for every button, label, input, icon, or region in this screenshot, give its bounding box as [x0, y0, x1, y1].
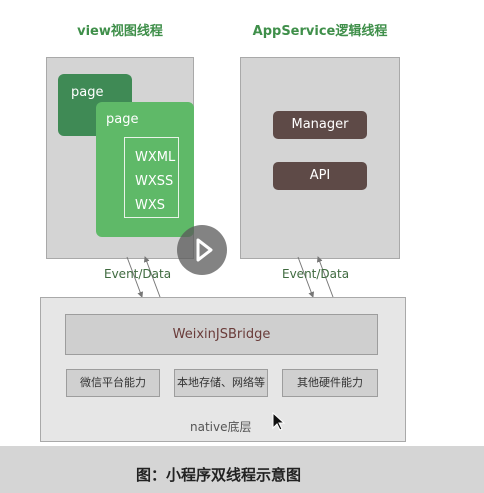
page-front-label: page: [106, 112, 139, 127]
wxss-label: WXSS: [135, 174, 174, 189]
wxml-label: WXML: [135, 150, 176, 165]
capability-storage-network: 本地存储、网络等: [174, 369, 268, 397]
appservice-thread-title: AppService逻辑线程: [252, 24, 388, 39]
event-data-label-right: Event/Data: [282, 267, 350, 281]
native-layer-label: native底层: [190, 420, 252, 434]
capability-hardware: 其他硬件能力: [282, 369, 378, 397]
manager-block: Manager: [273, 111, 367, 139]
figure-caption: 图：小程序双线程示意图: [136, 466, 302, 484]
wxs-label: WXS: [135, 198, 166, 213]
page-card-front: page WXML WXSS WXS: [96, 102, 194, 237]
capability-wechat-platform: 微信平台能力: [66, 369, 160, 397]
page-back-label: page: [71, 85, 104, 100]
weixin-js-bridge: WeixinJSBridge: [65, 314, 378, 355]
play-button[interactable]: [177, 225, 227, 275]
mouse-cursor-icon: [272, 412, 286, 431]
api-block: API: [273, 162, 367, 190]
page-files-box: WXML WXSS WXS: [124, 137, 179, 218]
play-icon: [196, 238, 213, 262]
event-data-label-left: Event/Data: [104, 267, 172, 281]
caption-bar: [0, 446, 484, 493]
appservice-thread-panel: [240, 57, 400, 259]
view-thread-title: view视图线程: [77, 24, 163, 39]
